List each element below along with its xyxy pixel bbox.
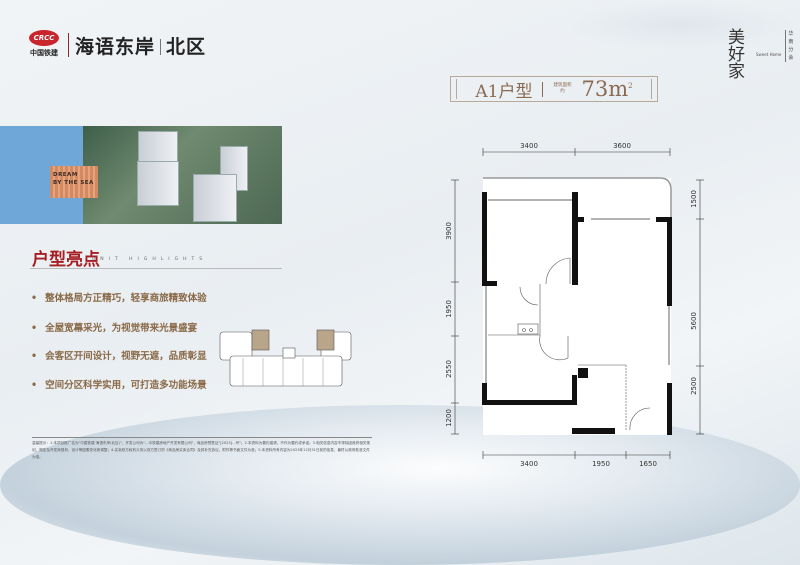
dream-by-the-sea-badge: DREAM BY THE SEA (50, 166, 98, 198)
disclaimer-text: 温馨提示：1.本项目推广名为"中国铁建·海语东岸(北区)"，开发公司为"…中铁建… (32, 441, 370, 459)
divider (32, 437, 372, 438)
divider (542, 81, 544, 97)
highlight-item: 会客区开间设计，视野无遮，品质彰显 (31, 348, 207, 362)
project-title: 海语东岸北区 (75, 32, 206, 59)
building-key-plan (219, 329, 352, 387)
building (137, 161, 179, 206)
dimension-label: 1500 (690, 190, 698, 208)
unit-title-box: A1户型 建筑面积约 73m2 (450, 76, 658, 102)
dimension-label: 5600 (690, 312, 698, 330)
background-wave (560, 0, 800, 50)
divider (68, 33, 69, 57)
dimension-label: 2550 (445, 360, 453, 378)
brand-mark: 美好家 (728, 28, 745, 82)
highlight-item: 整体格局方正精巧，轻享商旅精致体验 (31, 290, 207, 304)
unit-highlight (316, 329, 335, 351)
dimension-label: 1950 (592, 460, 610, 468)
badge-line-1: DREAM (53, 172, 78, 178)
highlights-subtitle: UNIT HIGHLIGHTS (92, 257, 208, 262)
highlight-item: 空间分区科学实用，可打造多功能场景 (31, 377, 207, 391)
project-photo: DREAM BY THE SEA (0, 126, 282, 224)
dimension-label: 3600 (613, 142, 631, 150)
area-label: 建筑面积约 (553, 83, 572, 94)
crcc-emblem: CRCC (29, 30, 59, 46)
dimension-label: 3400 (520, 460, 538, 468)
dimension-label: 3400 (520, 142, 538, 150)
project-zone: 北区 (166, 36, 207, 58)
dimension-label: 2500 (690, 377, 698, 395)
dimension-label: 3900 (445, 222, 453, 240)
area-unit: 2 (628, 82, 633, 90)
dimension-lines (451, 148, 704, 459)
windows (483, 177, 672, 402)
badge-line-2: BY THE SEA (53, 180, 94, 186)
building (193, 174, 237, 222)
doors (488, 257, 651, 431)
highlight-item: 全屋宽幕采光，为视觉带来光景盛宴 (31, 320, 197, 334)
brand-logo: 美好家 Sweet Home 华南分会 (728, 28, 793, 82)
unit-name: A1户型 (475, 81, 533, 102)
dimension-label: 1950 (445, 300, 453, 318)
aerial-rendering (83, 126, 282, 224)
area-value: 73m2 (581, 77, 632, 101)
developer-logo: CRCC 中国铁建 (26, 30, 62, 58)
divider (30, 268, 282, 269)
divider (160, 39, 162, 55)
project-name: 海语东岸 (75, 36, 156, 58)
dimension-label: 1650 (639, 460, 657, 468)
walls (482, 192, 672, 435)
brand-en: Sweet Home (756, 52, 782, 57)
area-number: 73m (581, 77, 629, 101)
highlights-title: 户型亮点 (32, 250, 100, 270)
developer-name: 中国铁建 (30, 49, 58, 57)
dimension-label: 1200 (445, 409, 453, 427)
brand-side: 华南分会 (785, 30, 793, 62)
unit-highlight (251, 329, 270, 351)
